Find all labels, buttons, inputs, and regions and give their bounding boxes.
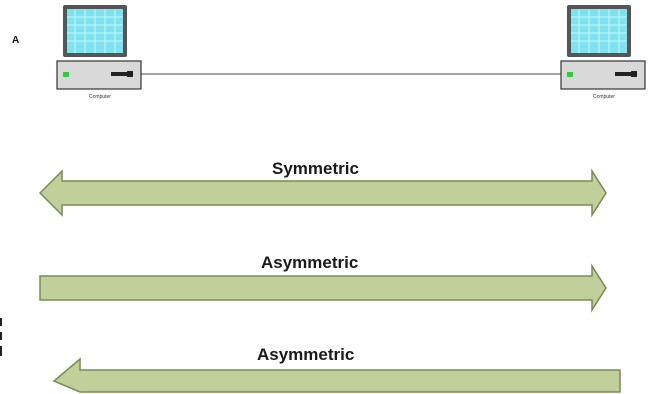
symmetric-arrow xyxy=(38,168,607,218)
computer-icon xyxy=(560,5,646,90)
asymmetric-right-label: Asymmetric xyxy=(261,253,359,272)
computer-icon xyxy=(56,5,142,90)
computer-caption: Computer xyxy=(89,94,111,100)
edge-artifact xyxy=(0,318,2,356)
node-label-a: A xyxy=(12,35,20,46)
asymmetric-left-label: Asymmetric xyxy=(257,345,355,364)
computer-right: Computer xyxy=(559,5,649,103)
computer-caption: Computer xyxy=(593,94,615,100)
computer-left: Computer xyxy=(55,5,145,103)
asymmetric-right-arrow xyxy=(39,263,607,313)
symmetric-label: Symmetric xyxy=(272,159,359,178)
asymmetric-left-arrow xyxy=(52,357,621,393)
